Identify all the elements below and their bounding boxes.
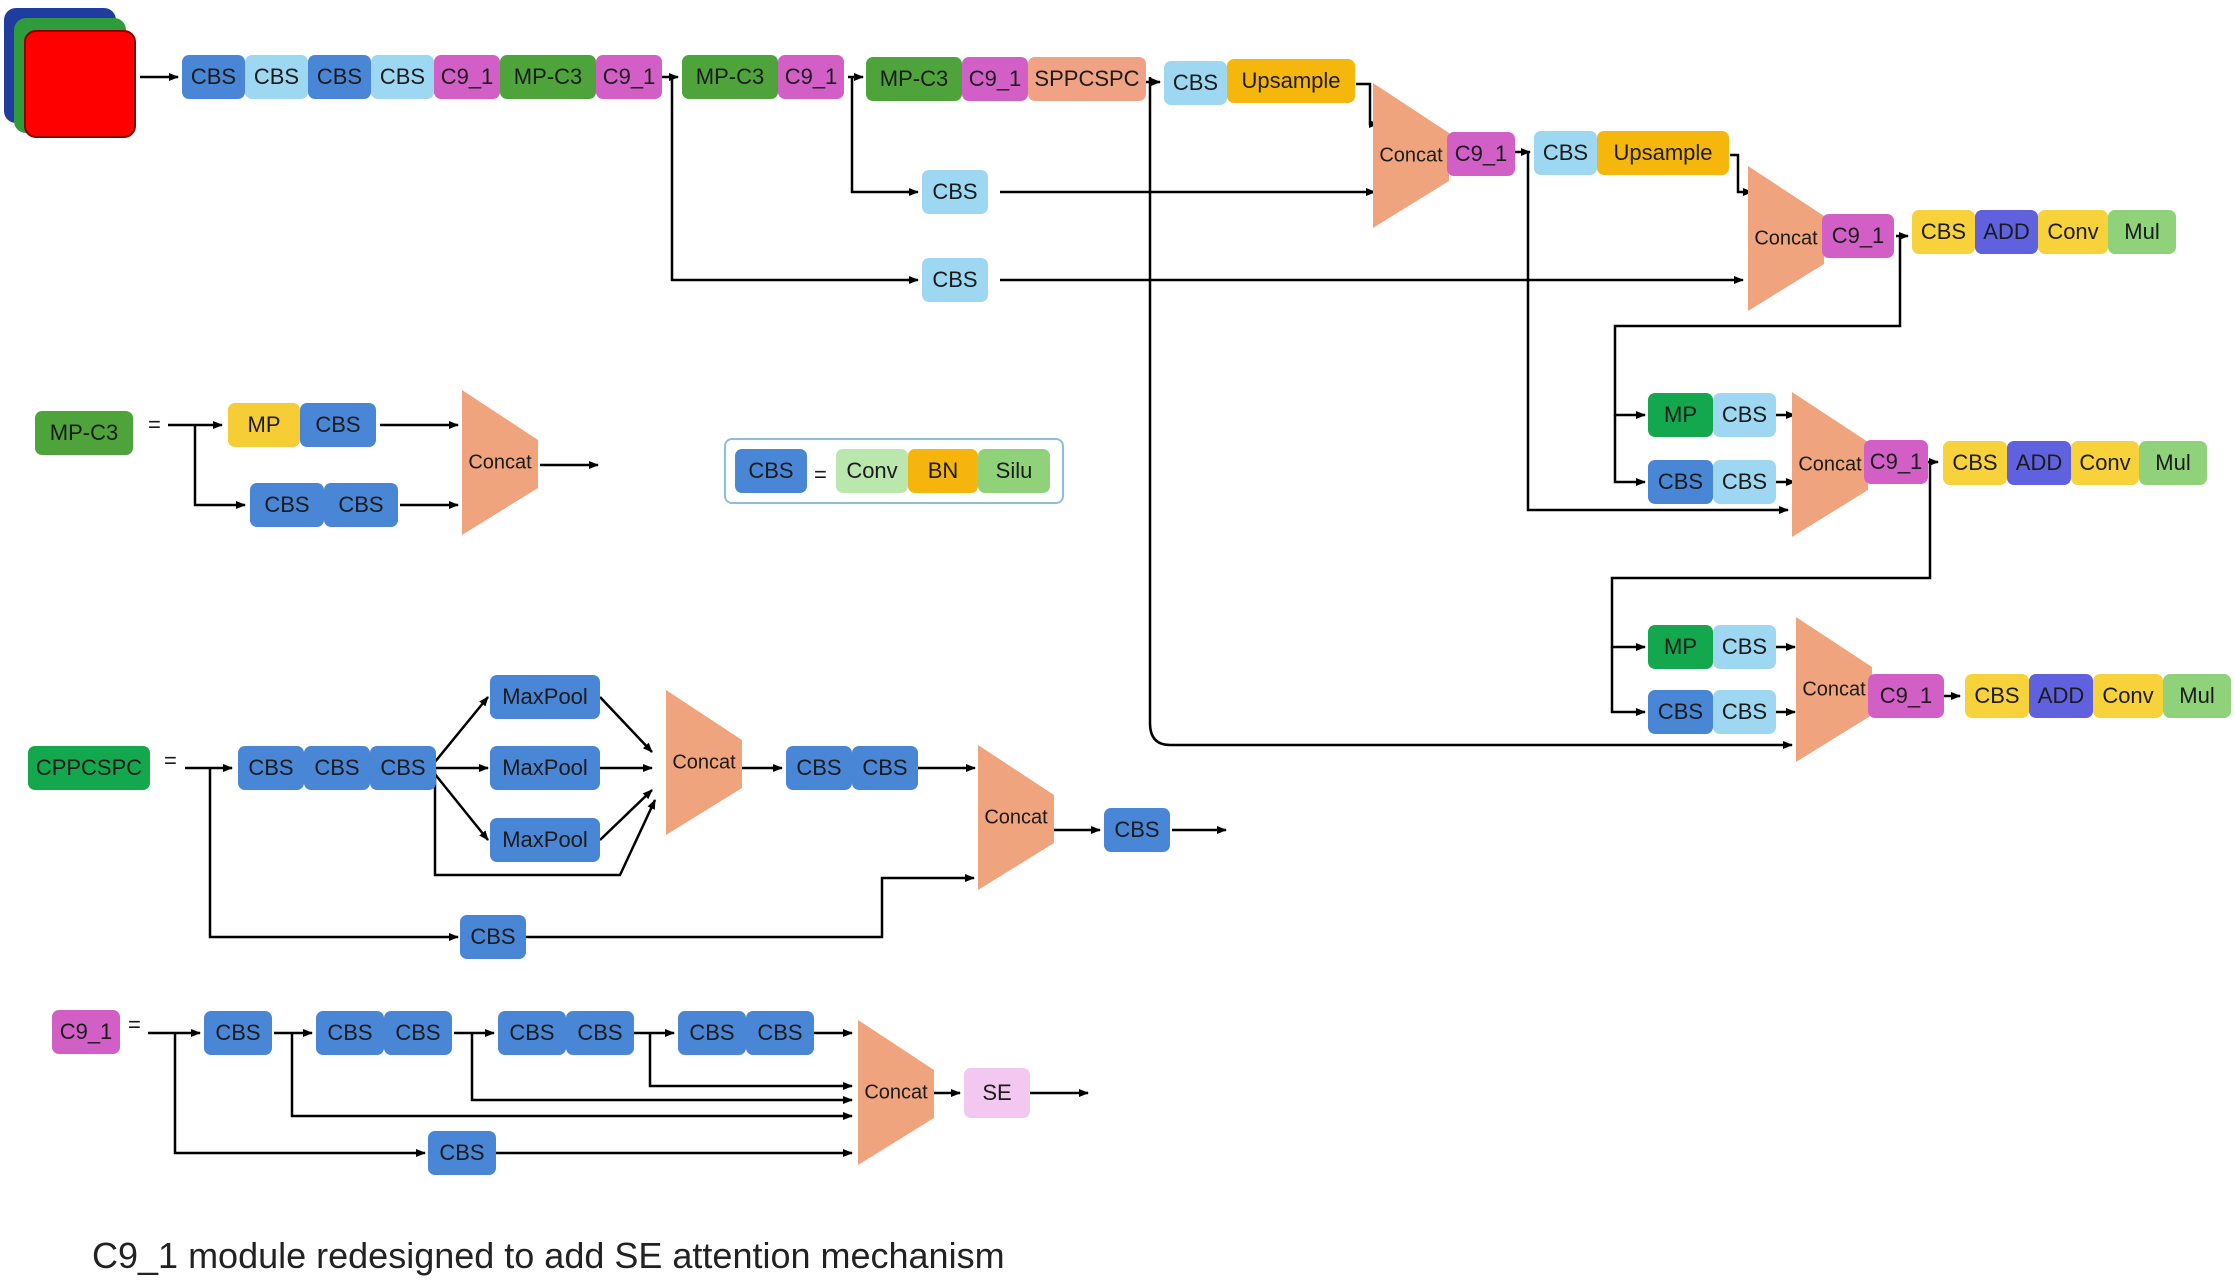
input-image-icon [0,0,140,145]
path1-cbs-c: CBS [1713,460,1776,504]
head3-conv: Conv [2093,674,2163,718]
c9-1-cbs-4: CBS [498,1011,566,1055]
neck-cbs-1: CBS [1164,61,1227,105]
backbone-cbs-4: CBS [371,55,434,99]
mp-c3-concat: Concat [462,390,538,535]
head2-conv: Conv [2071,441,2139,485]
concat-label: Concat [1754,227,1818,249]
cppcspc-legend-block: CPPCSPC [28,746,150,790]
cppcspc-cbs-b: CBS [304,746,370,790]
mp-c3-cbs-b: CBS [250,483,324,527]
head1-cbs: CBS [1912,210,1975,254]
cppcspc-maxpool-1: MaxPool [490,675,600,719]
head3-cbs: CBS [1965,674,2029,718]
figure-caption: C9_1 module redesigned to add SE attenti… [92,1235,1005,1276]
backbone-mp-c3-b: MP-C3 [682,55,778,99]
cbs-legend-silu: Silu [978,449,1050,493]
path2-mp: MP [1648,625,1713,669]
neck-c9-1-d: C9_1 [1868,674,1944,718]
backbone-c9-1-c: C9_1 [778,55,844,99]
path1-mp: MP [1648,393,1713,437]
backbone-cbs-2: CBS [245,55,308,99]
head3-add: ADD [2029,674,2093,718]
backbone-c9-1-b: C9_1 [596,55,662,99]
c9-1-concat: Concat [858,1020,934,1165]
path2-cbs-a: CBS [1713,625,1776,669]
equals-sign: = [814,462,827,487]
se-attention-block: SE [964,1068,1030,1118]
mp-c3-legend-block: MP-C3 [35,411,133,455]
c9-1-cbs-1: CBS [204,1011,272,1055]
cbs-legend-conv: Conv [836,449,908,493]
concat-block-3: Concat [1792,392,1868,537]
neck-c9-1-b: C9_1 [1822,214,1894,258]
head1-mul: Mul [2108,210,2176,254]
head2-cbs: CBS [1943,441,2007,485]
equals-sign: = [164,748,177,773]
concat-label: Concat [672,751,736,773]
cppcspc-concat-1: Concat [666,690,742,835]
neck-cbs-2: CBS [1534,131,1597,175]
cbs-legend-bn: BN [908,449,978,493]
c9-1-cbs-6: CBS [678,1011,746,1055]
head1-add: ADD [1975,210,2038,254]
c9-1-cbs-5: CBS [566,1011,634,1055]
concat-label: Concat [1798,453,1862,475]
c9-1-legend-block: C9_1 [52,1010,120,1054]
upsample-block-1: Upsample [1227,59,1355,103]
concat-label: Concat [1379,144,1443,166]
path1-cbs-b: CBS [1648,460,1713,504]
concat-label: Concat [468,451,532,473]
cppcspc-cbs-out: CBS [1104,808,1170,852]
equals-sign: = [128,1012,141,1037]
bypass-cbs-2: CBS [922,258,988,302]
head2-mul: Mul [2139,441,2207,485]
cbs-legend-block: CBS [735,449,807,493]
concat-block-4: Concat [1796,617,1872,762]
cppcspc-cbs-c: CBS [370,746,436,790]
mp-c3-cbs-a: CBS [300,403,376,447]
upsample-block-2: Upsample [1597,131,1729,175]
backbone-cbs-1: CBS [182,55,245,99]
backbone-cbs-3: CBS [308,55,371,99]
head3-mul: Mul [2163,674,2231,718]
path2-cbs-b: CBS [1648,690,1713,734]
sppcspc-block: SPPCSPC [1028,57,1146,101]
cppcspc-cbs-a: CBS [238,746,304,790]
cppcspc-maxpool-3: MaxPool [490,818,600,862]
cbs-legend [724,438,1064,504]
backbone-c9-1-d: C9_1 [962,57,1028,101]
bypass-cbs-1: CBS [922,170,988,214]
head2-add: ADD [2007,441,2071,485]
cppcspc-maxpool-2: MaxPool [490,746,600,790]
concat-label: Concat [1802,678,1866,700]
backbone-mp-c3-a: MP-C3 [500,55,596,99]
path1-cbs-a: CBS [1713,393,1776,437]
equals-sign: = [148,412,161,437]
path2-cbs-c: CBS [1713,690,1776,734]
neck-c9-1-a: C9_1 [1447,132,1515,176]
mp-c3-cbs-c: CBS [324,483,398,527]
c9-1-cbs-2: CBS [316,1011,384,1055]
neck-c9-1-c: C9_1 [1864,440,1928,484]
concat-block-2: Concat [1748,166,1824,311]
cppcspc-cbs-bypass: CBS [460,915,526,959]
mp-c3-mp: MP [228,403,300,447]
backbone-c9-1-a: C9_1 [434,55,500,99]
cppcspc-cbs-d: CBS [786,746,852,790]
concat-label: Concat [984,806,1048,828]
concat-label: Concat [864,1081,928,1103]
c9-1-cbs-7: CBS [746,1011,814,1055]
c9-1-cbs-bypass: CBS [428,1131,496,1175]
cppcspc-concat-2: Concat [978,745,1054,890]
cppcspc-cbs-e: CBS [852,746,918,790]
c9-1-cbs-3: CBS [384,1011,452,1055]
concat-block-1: Concat [1373,83,1449,228]
backbone-mp-c3-c: MP-C3 [866,57,962,101]
head1-conv: Conv [2038,210,2108,254]
